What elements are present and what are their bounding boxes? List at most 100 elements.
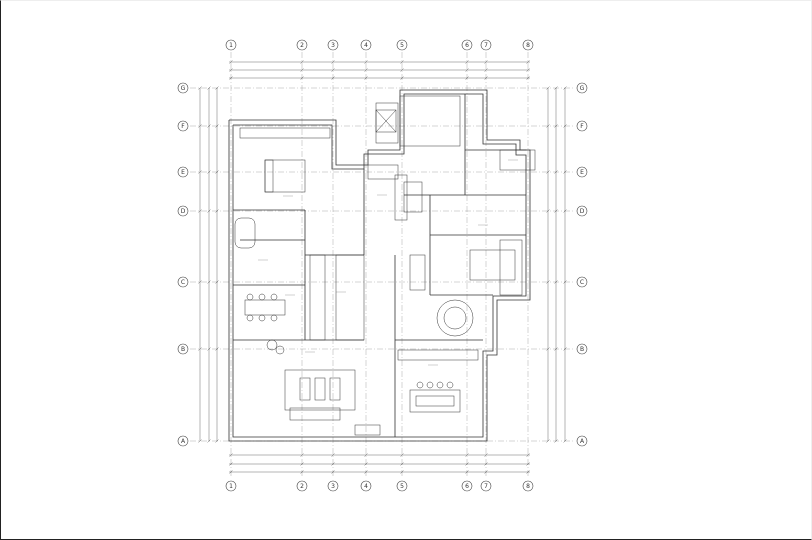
circle-label-icon [576, 343, 588, 355]
row-bubble-left: F [177, 120, 189, 132]
dimension-tick [484, 68, 488, 72]
dimension-tick [563, 86, 567, 90]
dimension-tick [554, 170, 558, 174]
column-bubble-top: 7 [480, 39, 492, 51]
dimension-tick [331, 76, 335, 80]
dimension-tick [546, 209, 550, 213]
dimension-tick [484, 60, 488, 64]
dimension-chains [198, 60, 567, 474]
column-bubble-bottom: 1 [225, 480, 237, 492]
column-bubble-bottom: 4 [360, 480, 372, 492]
dimension-tick [526, 76, 530, 80]
dimension-tick [400, 470, 404, 474]
dimension-tick [400, 462, 404, 466]
grid-label: F [580, 123, 584, 130]
dimension-tick [465, 68, 469, 72]
grid-label: 7 [484, 483, 488, 490]
circle-label-icon [396, 39, 408, 51]
grid-label: 2 [300, 42, 304, 49]
dimension-tick [207, 209, 211, 213]
grid-label: 5 [400, 483, 404, 490]
grid-label: B [181, 346, 185, 353]
row-bubble-right: E [576, 166, 588, 178]
grid-label: 3 [331, 42, 335, 49]
column-bubble-bottom: 3 [327, 480, 339, 492]
dimension-tick [215, 124, 219, 128]
circle-label-icon [177, 120, 189, 132]
dimension-tick [215, 170, 219, 174]
dimension-tick [364, 68, 368, 72]
circle-label-icon [177, 343, 189, 355]
grid-label: C [181, 279, 185, 286]
dimension-tick [554, 280, 558, 284]
dimension-tick [229, 453, 233, 457]
column-bubbles-top: 1 2 3 4 5 6 7 8 [225, 39, 534, 51]
row-bubble-right: C [576, 276, 588, 288]
grid-label: E [181, 169, 185, 176]
column-bubble-top: 2 [296, 39, 308, 51]
dimension-tick [207, 347, 211, 351]
dimension-tick [331, 453, 335, 457]
row-bubble-right: A [576, 435, 588, 447]
circle-label-icon [177, 435, 189, 447]
dimension-tick [207, 124, 211, 128]
circle-label-icon [296, 480, 308, 492]
dimension-tick [229, 470, 233, 474]
circle-label-icon [480, 480, 492, 492]
grid-label: D [580, 208, 585, 215]
circle-label-icon [576, 120, 588, 132]
circle-label-icon [327, 480, 339, 492]
dimension-tick [546, 280, 550, 284]
circle-label-icon [177, 205, 189, 217]
dimension-tick [554, 439, 558, 443]
dimension-tick [331, 462, 335, 466]
grid-label: 1 [229, 42, 233, 49]
circle-label-icon [225, 39, 237, 51]
grid-label: 7 [484, 42, 488, 49]
row-bubble-left: G [177, 82, 189, 94]
grid-label: G [580, 85, 585, 92]
dimension-tick [364, 462, 368, 466]
dimension-tick [215, 439, 219, 443]
built-in-cabinets [239, 102, 536, 361]
dimension-tick [198, 209, 202, 213]
row-bubble-left: E [177, 166, 189, 178]
dimension-tick [331, 470, 335, 474]
grid-label: C [580, 279, 584, 286]
circle-label-icon [177, 82, 189, 94]
dimension-tick [229, 60, 233, 64]
circle-label-icon [576, 82, 588, 94]
circle-label-icon [360, 39, 372, 51]
grid-label: 8 [526, 483, 530, 490]
dimension-tick [563, 347, 567, 351]
grid-label: 5 [400, 42, 404, 49]
column-bubble-top: 4 [360, 39, 372, 51]
circle-label-icon [327, 39, 339, 51]
room-tags [258, 159, 518, 366]
furniture [234, 95, 516, 436]
dimension-tick [526, 68, 530, 72]
dimension-tick [563, 170, 567, 174]
dimension-tick [198, 124, 202, 128]
dimension-tick [207, 86, 211, 90]
dimension-tick [563, 439, 567, 443]
grid-label: 8 [526, 42, 530, 49]
dimension-tick [229, 462, 233, 466]
dimension-tick [400, 453, 404, 457]
dimension-tick [229, 68, 233, 72]
grid-label: 6 [465, 42, 469, 49]
circle-label-icon [461, 39, 473, 51]
dimension-tick [546, 86, 550, 90]
dimension-tick [526, 470, 530, 474]
dimension-tick [526, 462, 530, 466]
dimension-tick [207, 170, 211, 174]
dimension-tick [364, 60, 368, 64]
column-bubble-top: 6 [461, 39, 473, 51]
dimension-tick [554, 209, 558, 213]
column-bubble-top: 8 [522, 39, 534, 51]
dimension-tick [215, 280, 219, 284]
grid-label: 2 [300, 483, 304, 490]
dimension-tick [484, 470, 488, 474]
